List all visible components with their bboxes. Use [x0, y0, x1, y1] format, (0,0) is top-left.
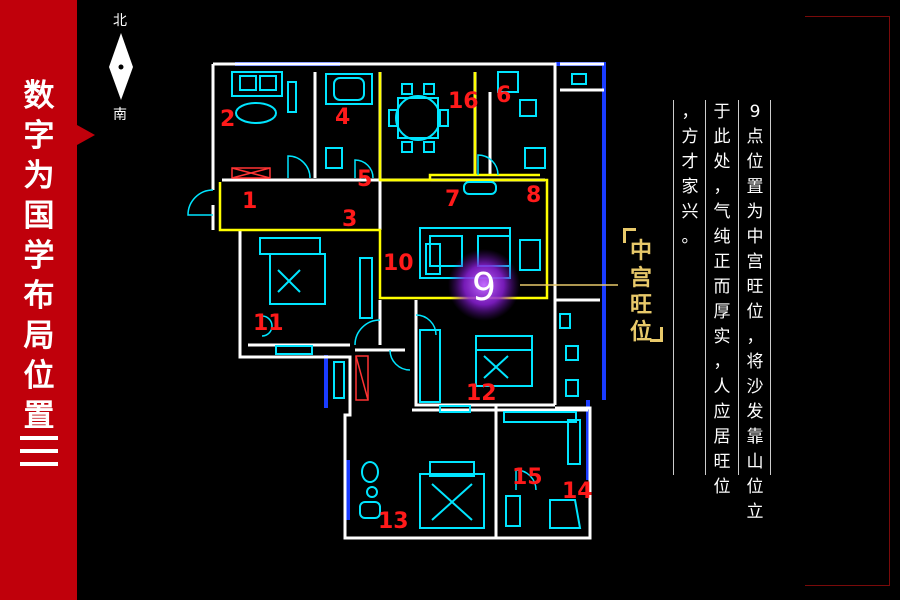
description-char: 人: [713, 377, 731, 397]
callout-char: 旺: [629, 292, 652, 318]
description-char: 置: [746, 177, 764, 197]
description-char: 厚: [713, 302, 731, 322]
column-divider: [770, 100, 771, 475]
description-char: 。: [681, 227, 699, 247]
description-column-3: ， 方才家兴。: [677, 100, 703, 250]
description-char: 位: [746, 477, 764, 497]
compass-north-label: 北: [113, 13, 127, 29]
column-divider: [738, 100, 739, 475]
description-char: 纯: [713, 227, 731, 247]
room-number: 11: [253, 311, 284, 336]
column-divider: [673, 100, 674, 475]
room-number: 7: [445, 187, 460, 212]
title-char: 数: [23, 78, 55, 114]
room-number: 2: [220, 107, 235, 132]
description-char: ，: [746, 327, 764, 347]
compass-icon: [109, 33, 133, 100]
title-char: 位: [23, 358, 55, 394]
description-char: 应: [713, 402, 731, 422]
description-char: 此: [713, 127, 731, 147]
description-char: 点: [746, 127, 764, 147]
title-char: 局: [23, 318, 55, 354]
description-char: 旺: [746, 277, 764, 297]
frame-line-bottom: [805, 585, 890, 586]
description-char: 旺: [713, 452, 731, 472]
title-char: 国: [23, 198, 55, 234]
description-char: 处: [713, 152, 731, 172]
room-number: 5: [357, 167, 372, 192]
hatch-marks: [231, 167, 369, 401]
callout-label: 中 宫 旺 位: [624, 238, 658, 346]
callout-char: 宫: [629, 265, 652, 291]
title-char: 学: [23, 238, 55, 274]
description-char: 位: [713, 477, 731, 497]
description-char: 立: [746, 502, 764, 522]
callout-char: 位: [629, 319, 652, 345]
callout-char: 中: [629, 238, 652, 264]
description-char: 实: [713, 327, 731, 347]
description-char: 山: [746, 452, 764, 472]
description-char: 沙: [746, 377, 764, 397]
sidebar: [0, 0, 77, 600]
room-number: 15: [512, 465, 543, 490]
description-char: 为: [746, 202, 764, 222]
description-char: 才: [681, 152, 699, 172]
center-marker-number: 9: [472, 265, 496, 309]
frame-line-top: [805, 16, 890, 17]
description-char: 中: [746, 227, 764, 247]
description-char: 气: [713, 202, 731, 222]
title-char: 置: [23, 398, 55, 434]
description-char: 位: [746, 302, 764, 322]
description-char: 方: [681, 127, 699, 147]
description-char: 靠: [746, 427, 764, 447]
description-char: 9: [749, 102, 761, 122]
room-number: 1: [242, 189, 257, 214]
description-char: 发: [746, 402, 764, 422]
description-char: ，: [713, 177, 731, 197]
title-char: 字: [23, 118, 55, 154]
description-char: 兴: [681, 202, 699, 222]
room-number: 16: [448, 89, 479, 114]
description-char: 将: [746, 352, 764, 372]
room-number: 12: [466, 381, 497, 406]
compass-south-label: 南: [113, 107, 127, 123]
description-char: 家: [681, 177, 699, 197]
description-char: ，: [681, 102, 699, 122]
walls: [211, 62, 604, 540]
door-swings: [187, 154, 537, 491]
callout-bracket-close: [650, 327, 663, 342]
roman-three-icon: [20, 434, 58, 468]
room-numbers: 1 2 3 4 5 6 7 8 10 11 12 13 15 14 16: [220, 83, 593, 534]
balcony-lines: [235, 62, 606, 520]
description-column-2: 于此处 ， 气纯正而厚实 ， 人应居旺位: [709, 100, 735, 500]
description-char: ，: [713, 352, 731, 372]
room-number: 8: [526, 183, 541, 208]
description-char: 居: [713, 427, 731, 447]
room-number: 14: [562, 479, 593, 504]
description-char: 而: [713, 277, 731, 297]
furniture: [231, 71, 587, 529]
callout-bracket-open: [623, 228, 636, 243]
description-char: 位: [746, 152, 764, 172]
description-char: 宫: [746, 252, 764, 272]
sidebar-pointer: [77, 125, 95, 145]
room-number: 10: [383, 251, 414, 276]
description-char: 于: [713, 102, 731, 122]
column-divider: [705, 100, 706, 475]
title-char: 为: [23, 158, 55, 194]
room-number: 4: [335, 105, 350, 130]
sidebar-title: 数 字 为 国 学 布 局 位 置: [20, 76, 58, 436]
description-char: 正: [713, 252, 731, 272]
center-glow: [448, 249, 520, 321]
room-number: 6: [496, 83, 511, 108]
room-number: 13: [378, 509, 409, 534]
title-char: 布: [23, 278, 55, 314]
room-number: 3: [342, 207, 357, 232]
frame-line-right: [889, 16, 890, 586]
